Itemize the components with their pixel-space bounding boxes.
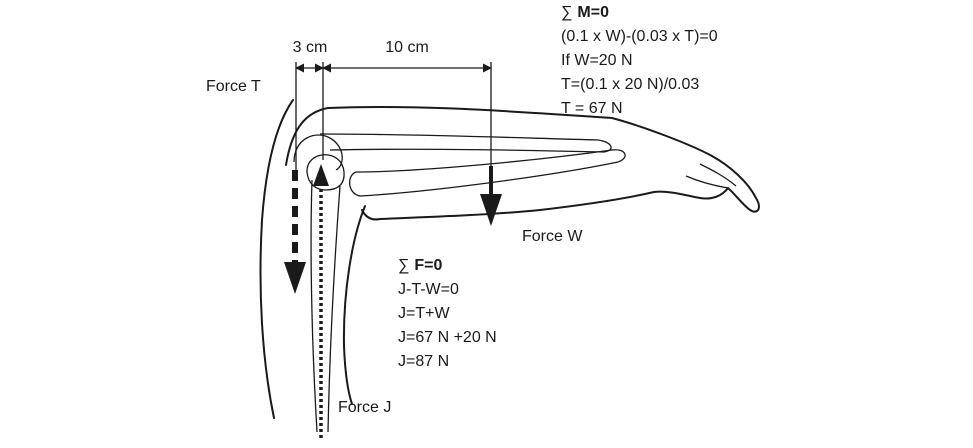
moment-equation-heading: ∑ M=0 [561,4,609,21]
force-w-arrow [480,166,502,226]
moment-heading-text: M=0 [577,4,609,21]
force-equation-line-1: J-T-W=0 [398,281,459,298]
force-j-label: Force J [338,399,391,416]
moment-equation-line-4: T = 67 N [561,100,623,117]
dimension-label-long: 10 cm [385,39,429,56]
force-sum-symbol: ∑ [398,257,409,274]
force-equation-heading: ∑ F=0 [398,257,443,274]
dimension-lines [295,62,492,172]
upper-arm-outline [259,99,366,419]
moment-equation-line-1: (0.1 x W)-(0.03 x T)=0 [561,28,718,45]
moment-equation-line-3: T=(0.1 x 20 N)/0.03 [561,76,699,93]
forearm-outline [285,105,760,221]
humerus-bone [306,154,345,433]
force-equation-line-3: J=67 N +20 N [398,329,497,346]
force-equation-block: ∑ F=0 J-T-W=0 J=T+W J=67 N +20 N J=87 N [398,257,497,370]
moment-sum-symbol: ∑ [561,4,572,21]
moment-equation-block: ∑ M=0 (0.1 x W)-(0.03 x T)=0 If W=20 N T=… [561,4,718,117]
force-w-label: Force W [522,228,583,245]
dimension-label-short: 3 cm [293,39,328,56]
force-equation-line-4: J=87 N [398,353,449,370]
radius-ulna-bones [293,133,626,197]
force-equation-line-2: J=T+W [398,305,450,322]
force-t-arrow [284,170,306,294]
force-heading-text: F=0 [414,257,442,274]
force-t-label: Force T [206,78,261,95]
force-j-arrow [313,164,329,438]
moment-equation-line-2: If W=20 N [561,52,633,69]
